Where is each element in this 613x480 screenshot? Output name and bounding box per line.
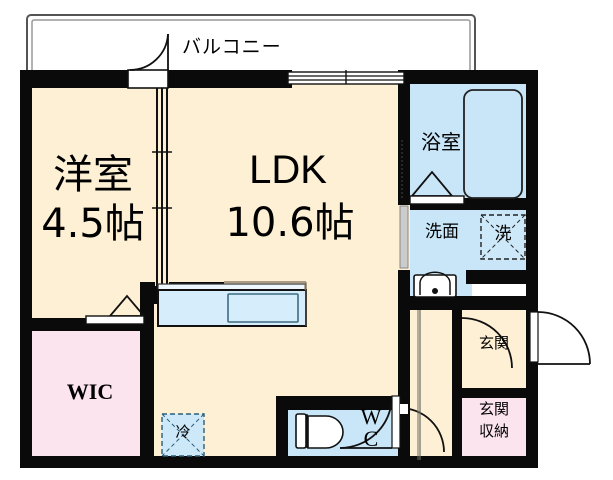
kitchen-sink — [227, 293, 299, 323]
kitchen-edge-line — [224, 281, 307, 326]
room-partition[interactable] — [152, 88, 172, 286]
wall-top-mid — [167, 70, 292, 88]
wall-washroom-bottom — [410, 296, 538, 310]
bath-door[interactable] — [409, 170, 465, 205]
wic-door[interactable] — [85, 294, 146, 325]
wall-genkan-left — [452, 310, 462, 390]
hall-detail-lines — [417, 310, 421, 460]
wall-hall-left — [398, 310, 410, 460]
toilet — [295, 413, 344, 449]
wall-genkan-storage-right — [528, 388, 538, 466]
wall-bath-left-lower — [398, 270, 410, 310]
wall-genkan-storage-left — [452, 388, 462, 466]
balcony-door[interactable] — [127, 33, 169, 89]
hall-door[interactable] — [399, 404, 445, 453]
genkan-door[interactable] — [461, 317, 513, 369]
wall-wic-right — [140, 282, 154, 462]
wall-bath-left-upper — [398, 70, 410, 205]
wall-left-exterior — [20, 70, 32, 468]
entrance-door[interactable] — [529, 311, 591, 365]
wall-top-right — [402, 70, 538, 84]
wall-top-left — [20, 70, 130, 88]
wall-genkan-storage-top — [452, 388, 538, 398]
wall-right-upper — [526, 70, 538, 306]
wall-wc-top — [276, 396, 400, 410]
fridge-space — [161, 413, 205, 457]
balcony-window[interactable] — [287, 70, 405, 85]
balcony-area — [26, 14, 476, 79]
kitchen-counter — [157, 283, 307, 327]
wc-door[interactable] — [339, 395, 401, 449]
wall-wc-left — [276, 396, 288, 460]
washer-space — [480, 214, 526, 260]
bathtub — [463, 89, 523, 199]
vanity-sink — [413, 271, 457, 298]
genkan-storage-floor — [462, 396, 528, 458]
washroom-entry[interactable] — [399, 205, 409, 269]
wall-washroom-bottom-right — [466, 270, 538, 284]
wic-floor — [30, 330, 148, 458]
